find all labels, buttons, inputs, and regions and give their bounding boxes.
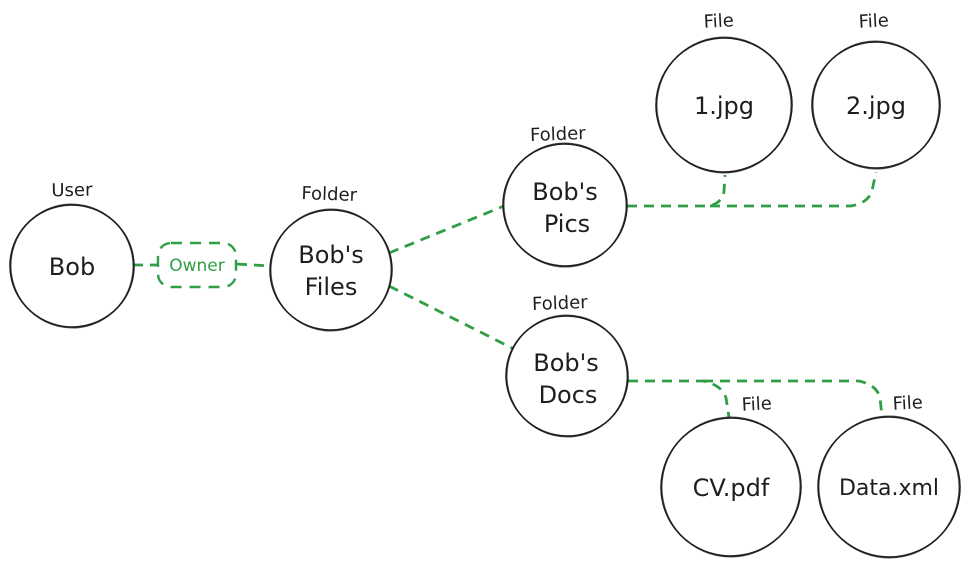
- node-label-line2: Docs: [539, 381, 598, 409]
- node-type-label: Folder: [301, 183, 358, 206]
- node-label: 2.jpg: [846, 92, 906, 120]
- owner-badge-outline: [156, 241, 238, 289]
- node-label-line2: Files: [305, 273, 358, 301]
- node-label-line1: Bob's: [533, 349, 598, 377]
- edge-bobs-files-bobs-pics: [388, 204, 505, 255]
- edge-bobs-files-bobs-docs: [388, 284, 513, 350]
- node-circle: [660, 417, 802, 557]
- node-file-cvpdf: File CV.pdf: [660, 393, 802, 558]
- edges-layer: [133, 171, 884, 418]
- node-file-dataxml: File Data.xml: [817, 392, 961, 559]
- node-circle-sketch: [503, 142, 627, 268]
- node-type-label: File: [892, 392, 923, 415]
- edge-bobs-pics-file-1jpg: [627, 174, 727, 208]
- owner-edge-badge: Owner: [156, 241, 238, 289]
- node-label-line1: Bob's: [298, 241, 363, 269]
- node-circle-sketch: [10, 203, 134, 329]
- node-bob: User Bob: [9, 180, 135, 329]
- edge-owner-bobs-files: [236, 262, 271, 268]
- node-label: CV.pdf: [693, 474, 770, 502]
- node-label: Bob: [49, 253, 95, 281]
- node-label-line2: Pics: [544, 210, 590, 238]
- node-circle-sketch: [270, 208, 392, 332]
- node-circle: [817, 416, 961, 558]
- node-circle: [269, 209, 393, 331]
- node-circle: [655, 37, 793, 173]
- node-type-label: File: [741, 393, 772, 416]
- node-label-line1: Bob's: [532, 178, 597, 206]
- node-type-label: Folder: [532, 292, 589, 315]
- node-circle-sketch: [812, 40, 940, 170]
- edge-bobs-docs-file-cvpdf: [628, 379, 731, 418]
- node-file-1jpg: File 1.jpg: [655, 10, 793, 174]
- node-label: 1.jpg: [694, 92, 754, 120]
- node-circle: [9, 204, 135, 328]
- node-type-label: Folder: [530, 123, 587, 146]
- edge-bobs-docs-file-dataxml: [703, 379, 884, 417]
- node-label: Data.xml: [839, 476, 939, 501]
- node-circle: [811, 41, 941, 169]
- node-circle: [505, 315, 629, 437]
- owner-edge-label: Owner: [169, 256, 225, 276]
- node-type-label: File: [703, 10, 734, 33]
- node-type-label: User: [51, 180, 93, 202]
- node-circle-sketch: [661, 416, 801, 558]
- node-type-label: File: [858, 10, 889, 33]
- node-bobs-files: Folder Bob's Files: [269, 183, 393, 332]
- edge-bobs-pics-file-2jpg: [710, 171, 878, 208]
- node-circle-sketch: [656, 36, 792, 174]
- node-bobs-pics: Folder Bob's Pics: [502, 123, 628, 268]
- node-circle-sketch: [818, 415, 960, 559]
- node-circle: [502, 143, 628, 267]
- node-circle-sketch: [506, 314, 628, 438]
- node-bobs-docs: Folder Bob's Docs: [505, 292, 629, 438]
- node-file-2jpg: File 2.jpg: [811, 10, 941, 170]
